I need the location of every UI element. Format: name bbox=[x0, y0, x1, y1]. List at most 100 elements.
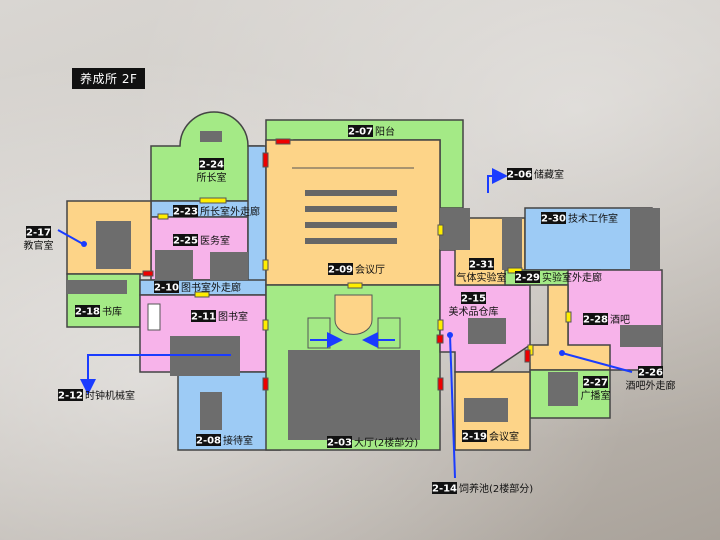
room-code: 2-31 bbox=[469, 260, 494, 271]
room-code-box bbox=[173, 234, 198, 246]
library-round-table bbox=[147, 303, 161, 331]
room-code: 2-06 bbox=[507, 170, 532, 181]
room-name: 饲养池(2楼部分) bbox=[459, 482, 533, 495]
room-code: 2-26 bbox=[638, 368, 663, 379]
marker-dot bbox=[81, 241, 87, 247]
fixture bbox=[620, 325, 662, 347]
fixture bbox=[96, 221, 131, 269]
door-locked bbox=[437, 377, 444, 391]
room-name: 图书室外走廊 bbox=[181, 281, 241, 294]
room-name: 接待室 bbox=[223, 434, 253, 447]
door-locked bbox=[275, 138, 291, 145]
room-code-box bbox=[26, 226, 51, 238]
room-code: 2-25 bbox=[173, 236, 198, 247]
door bbox=[262, 259, 269, 271]
table bbox=[305, 222, 397, 228]
room-code-box bbox=[328, 263, 353, 275]
room-code: 2-17 bbox=[26, 228, 51, 239]
fixture bbox=[67, 280, 127, 294]
room-name: 书库 bbox=[102, 305, 122, 318]
room-code-box bbox=[432, 482, 457, 494]
room-code-box bbox=[507, 168, 532, 180]
room-code-box bbox=[515, 271, 540, 283]
room-code: 2-27 bbox=[583, 378, 608, 389]
door bbox=[194, 291, 210, 298]
room-code: 2-15 bbox=[461, 294, 486, 305]
room-name: 图书室 bbox=[218, 310, 248, 323]
room-code-box bbox=[327, 436, 352, 448]
room-code: 2-08 bbox=[196, 436, 221, 447]
room-code: 2-28 bbox=[583, 315, 608, 326]
room-code: 2-30 bbox=[541, 214, 566, 225]
room-name: 会议厅 bbox=[355, 263, 385, 276]
room-code-box bbox=[191, 310, 216, 322]
table bbox=[305, 190, 397, 196]
room-code: 2-19 bbox=[462, 432, 487, 443]
room-name: 酒吧外走廊 bbox=[626, 379, 676, 392]
room-code-box bbox=[638, 366, 663, 378]
room-code: 2-11 bbox=[191, 312, 216, 323]
room-code-box bbox=[173, 205, 198, 217]
room-name: 教官室 bbox=[24, 239, 54, 252]
door-locked bbox=[524, 349, 531, 363]
room-name: 气体实验室 bbox=[457, 271, 507, 284]
door-locked bbox=[262, 152, 269, 168]
door bbox=[565, 311, 572, 323]
leader-2-14 bbox=[449, 334, 456, 479]
room-name: 所长室 bbox=[197, 171, 227, 184]
room-code: 2-12 bbox=[58, 391, 83, 402]
door-locked bbox=[142, 270, 154, 277]
room-name: 所长室外走廊 bbox=[200, 205, 260, 218]
room-code: 2-14 bbox=[432, 484, 457, 495]
fixture bbox=[288, 350, 420, 440]
leader-2-26 bbox=[561, 352, 633, 373]
room-name: 储藏室 bbox=[534, 168, 564, 181]
room-name: 会议室 bbox=[489, 430, 519, 443]
room-name: 酒吧 bbox=[610, 314, 630, 326]
stairs-left bbox=[307, 317, 331, 349]
room-code-box bbox=[348, 125, 373, 137]
room-code: 2-18 bbox=[75, 307, 100, 318]
room-code-box bbox=[583, 313, 608, 325]
room-shape-2-24[interactable] bbox=[150, 111, 264, 202]
room-code: 2-09 bbox=[328, 265, 353, 276]
leader-2-06 bbox=[487, 168, 508, 193]
room-code: 2-10 bbox=[154, 283, 179, 294]
room-code-box bbox=[583, 376, 608, 388]
marker-dot bbox=[447, 332, 453, 338]
room-name: 技术工作室 bbox=[568, 212, 618, 225]
door-locked bbox=[436, 334, 444, 344]
room-name: 大厅(2楼部分) bbox=[354, 436, 418, 449]
leader-2-12 bbox=[80, 354, 231, 395]
room-name: 美术品仓库 bbox=[449, 305, 499, 318]
room-code: 2-03 bbox=[327, 438, 352, 449]
room-code: 2-23 bbox=[173, 207, 198, 218]
floor-title: 养成所 2F bbox=[72, 68, 146, 89]
room-name: 实验室外走廊 bbox=[542, 271, 602, 284]
table bbox=[305, 206, 397, 212]
